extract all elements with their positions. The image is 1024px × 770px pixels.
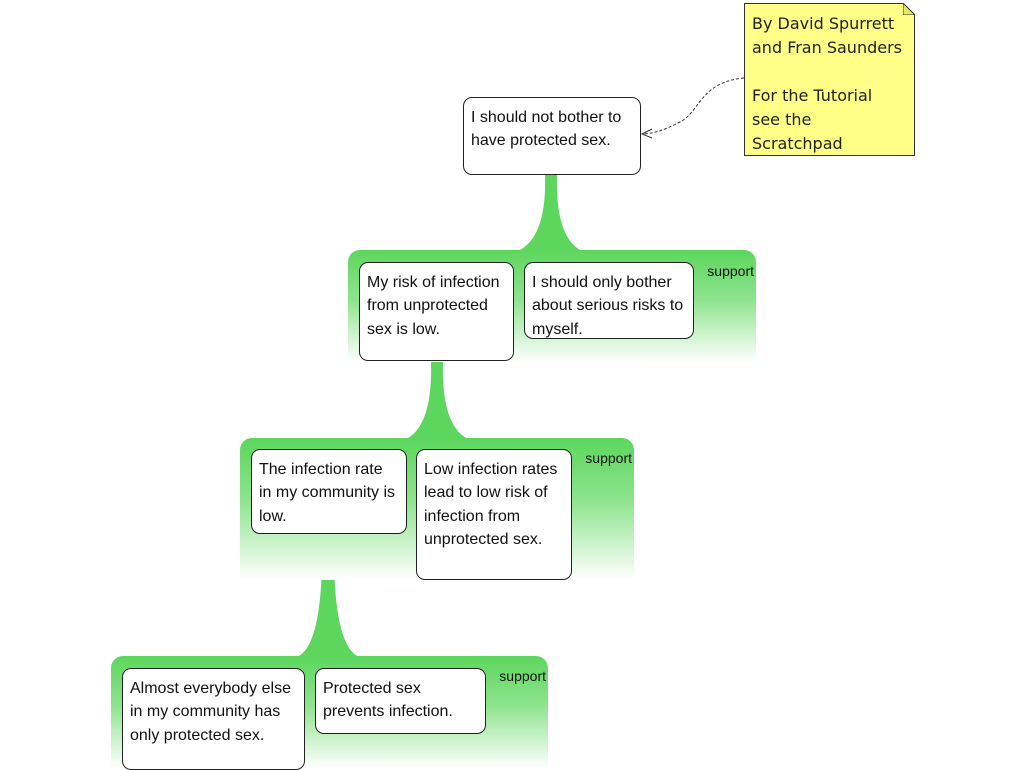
support-connector-root [520,174,580,250]
note-link-arrowhead-icon [640,128,653,139]
claim-box-serious-risks[interactable]: I should only bother about serious risks… [524,262,694,339]
support-label: support [707,263,754,279]
claim-box-protected-prevents[interactable]: Protected sex prevents infection. [315,668,486,734]
support-connector-level-2 [299,534,357,656]
root-claim-box[interactable]: I should not bother to have protected se… [463,97,641,175]
claim-box-protected-community[interactable]: Almost everybody else in my community ha… [122,668,305,770]
author-note[interactable]: By David Spurrett and Fran Saunders For … [744,3,915,156]
claim-box-low-rates[interactable]: Low infection rates lead to low risk of … [416,449,572,580]
note-folded-corner-icon [903,3,915,15]
claim-box-infection-rate[interactable]: The infection rate in my community is lo… [251,449,407,534]
note-link-arrow [642,77,745,135]
support-label: support [585,450,632,466]
support-connector-level-1 [408,360,466,438]
support-label: support [499,668,546,684]
claim-box-risk-low[interactable]: My risk of infection from unprotected se… [359,262,514,361]
